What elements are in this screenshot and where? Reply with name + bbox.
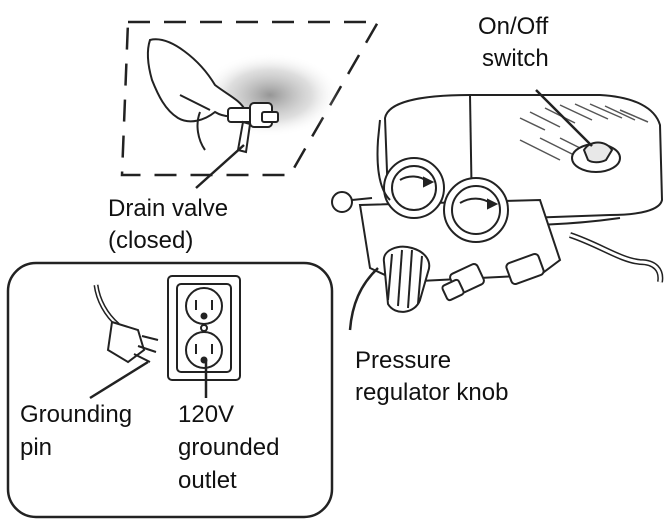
pressure-regulator-leader (350, 268, 378, 330)
pressure-regulator-knob-icon (384, 247, 429, 312)
ring-fitting (332, 192, 352, 212)
on-off-switch-icon (572, 143, 620, 173)
drain-valve-inset (122, 22, 378, 188)
left-pressure-gauge-icon (384, 158, 444, 218)
air-hose (570, 235, 660, 282)
label-outlet: 120V grounded outlet (178, 401, 286, 494)
plug-icon (96, 285, 158, 362)
outlet-inset (8, 263, 332, 517)
hand-icon (148, 39, 245, 150)
label-on-off-switch: On/Off switch (478, 13, 555, 72)
right-pressure-gauge-icon (444, 178, 508, 242)
label-pressure-regulator: Pressure regulator knob (355, 347, 508, 406)
outlet-icon (168, 276, 240, 380)
label-grounding-pin: Grounding pin (20, 401, 139, 461)
grounding-pin-leader (90, 362, 148, 398)
drain-valve-leader (196, 145, 244, 188)
label-drain-valve: Drain valve (closed) (108, 195, 235, 254)
compressor-unit (332, 90, 662, 330)
